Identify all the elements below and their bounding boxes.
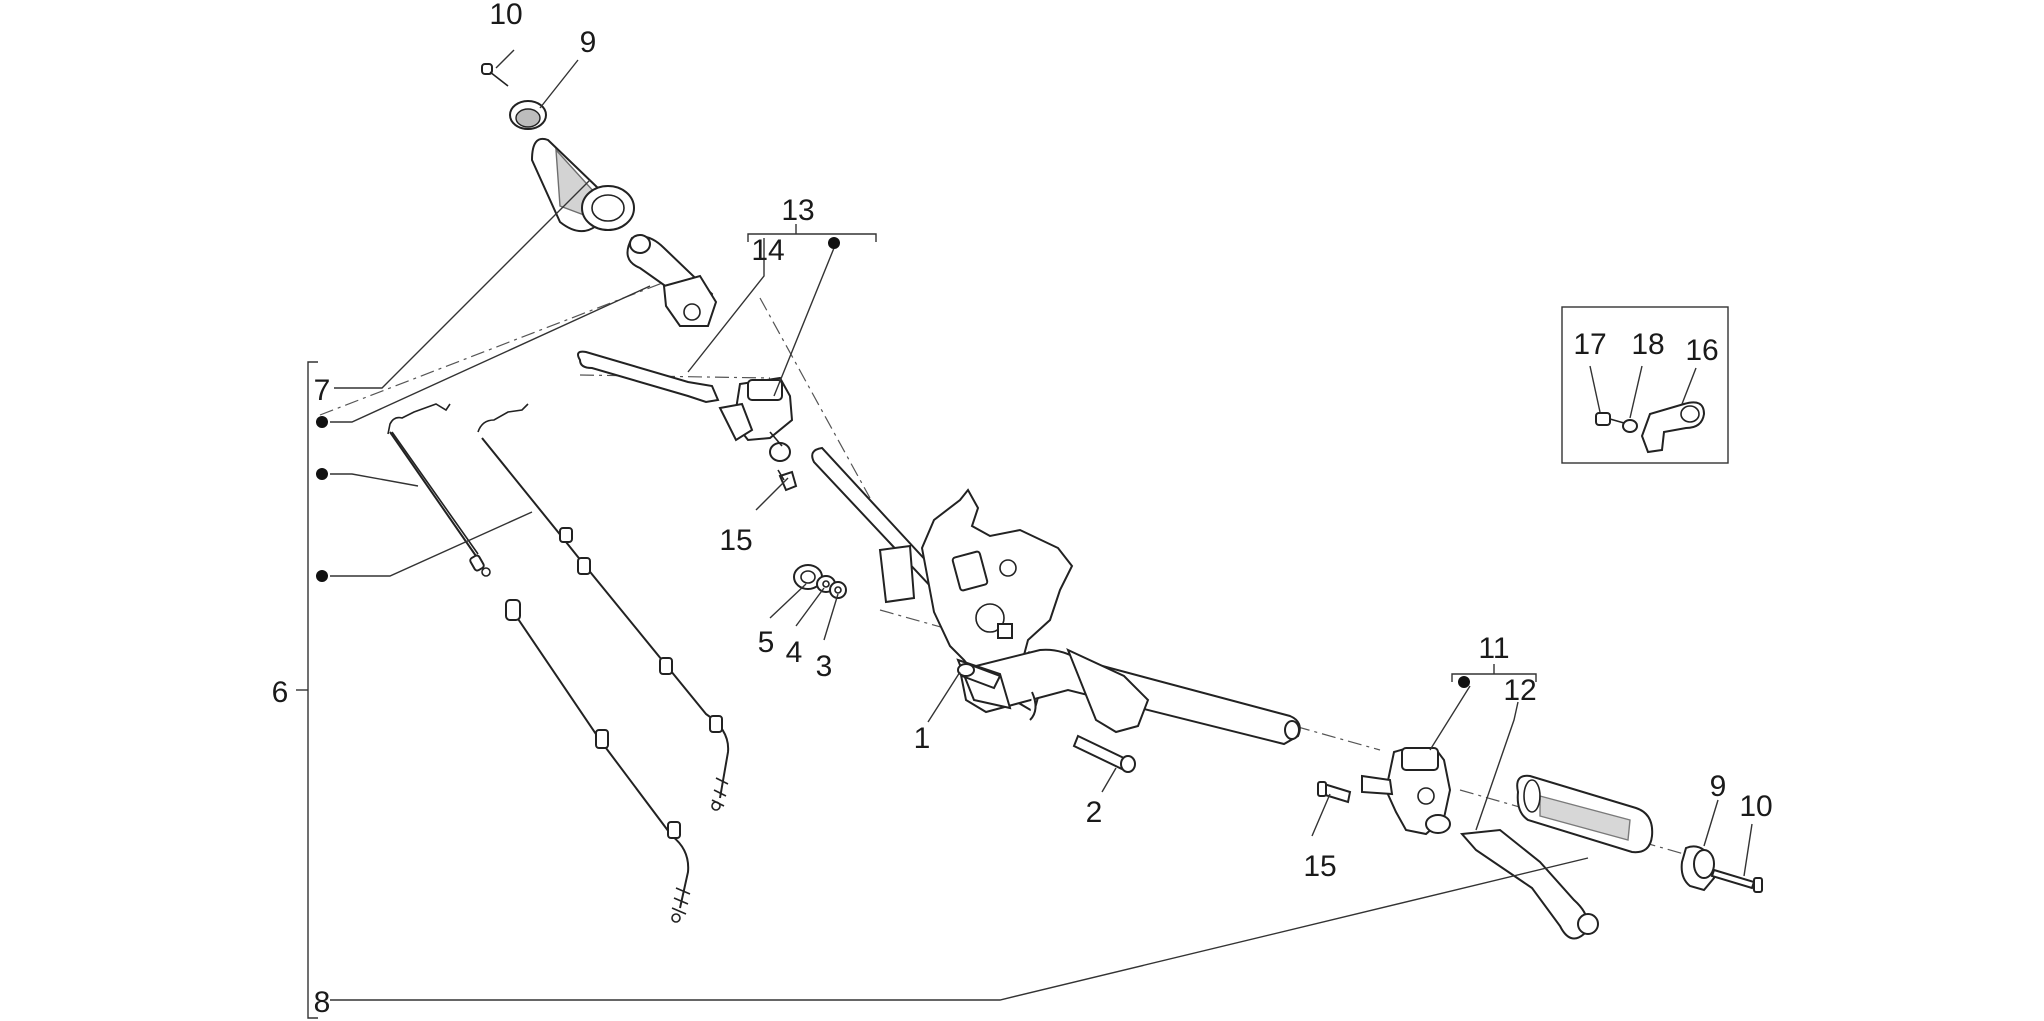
right-brake-lever-12 (1459, 828, 1599, 940)
callout-1: 1 (914, 722, 931, 755)
washer-3 (829, 581, 847, 599)
left-bar-end-weight-9 (509, 100, 547, 130)
right-bar-end-weight-9 (1680, 845, 1716, 892)
handlebar-1 (811, 446, 1301, 746)
bullet-dot (316, 468, 328, 480)
callout-15-left: 15 (719, 524, 752, 557)
callout-12: 12 (1503, 674, 1536, 707)
callout-14: 14 (751, 234, 784, 267)
callout-9-right: 9 (1710, 770, 1727, 803)
left-brake-lever-14 (577, 350, 720, 404)
callout-16: 16 (1685, 334, 1718, 367)
right-bolt-10 (1710, 868, 1763, 893)
washer-18 (1622, 419, 1638, 433)
bullet-dot (1458, 676, 1470, 688)
handlebar-bushing-1 (957, 662, 1002, 690)
callout-17: 17 (1573, 328, 1606, 361)
callout-5: 5 (758, 626, 775, 659)
callout-7: 7 (314, 374, 331, 407)
leader-lines (330, 49, 1753, 1001)
screw-17 (1595, 412, 1625, 426)
callout-6: 6 (272, 676, 289, 709)
right-master-cylinder-11 (1361, 746, 1452, 836)
right-grip (1516, 774, 1654, 854)
callout-3: 3 (816, 650, 833, 683)
callout-18: 18 (1631, 328, 1664, 361)
callout-9-left: 9 (580, 26, 597, 59)
right-brake-switch-15 (1317, 781, 1352, 804)
inset-box (1561, 306, 1729, 464)
throttle-tube-7 (626, 234, 718, 327)
bullet-dot (316, 570, 328, 582)
callout-13: 13 (781, 194, 814, 227)
callout-15-right: 15 (1303, 850, 1336, 883)
left-brake-switch-15 (777, 469, 798, 492)
callout-8: 8 (314, 986, 331, 1019)
left-master-cylinder-13 (718, 376, 794, 462)
left-bolt-10 (481, 63, 509, 87)
throttle-cable-2 (477, 403, 730, 811)
choke-cable (505, 599, 691, 923)
left-grip (530, 138, 635, 233)
clamp-16 (1640, 401, 1706, 454)
pin-2 (1072, 734, 1136, 773)
bullet-dots (316, 237, 1470, 688)
bracket-13 (747, 224, 877, 242)
callout-labels: 10 9 13 14 7 15 5 4 3 6 1 2 11 12 15 9 1… (272, 0, 1773, 1019)
bullet-dot (828, 237, 840, 249)
bullet-dot (316, 416, 328, 428)
callout-4: 4 (786, 636, 803, 669)
callout-2: 2 (1086, 796, 1103, 829)
bracket-6 (296, 361, 318, 1019)
bracket-11 (1451, 664, 1537, 682)
throttle-cable-1 (387, 403, 491, 577)
callout-10-left: 10 (489, 0, 522, 31)
callout-11: 11 (1478, 632, 1509, 665)
callout-10-right: 10 (1739, 790, 1772, 823)
